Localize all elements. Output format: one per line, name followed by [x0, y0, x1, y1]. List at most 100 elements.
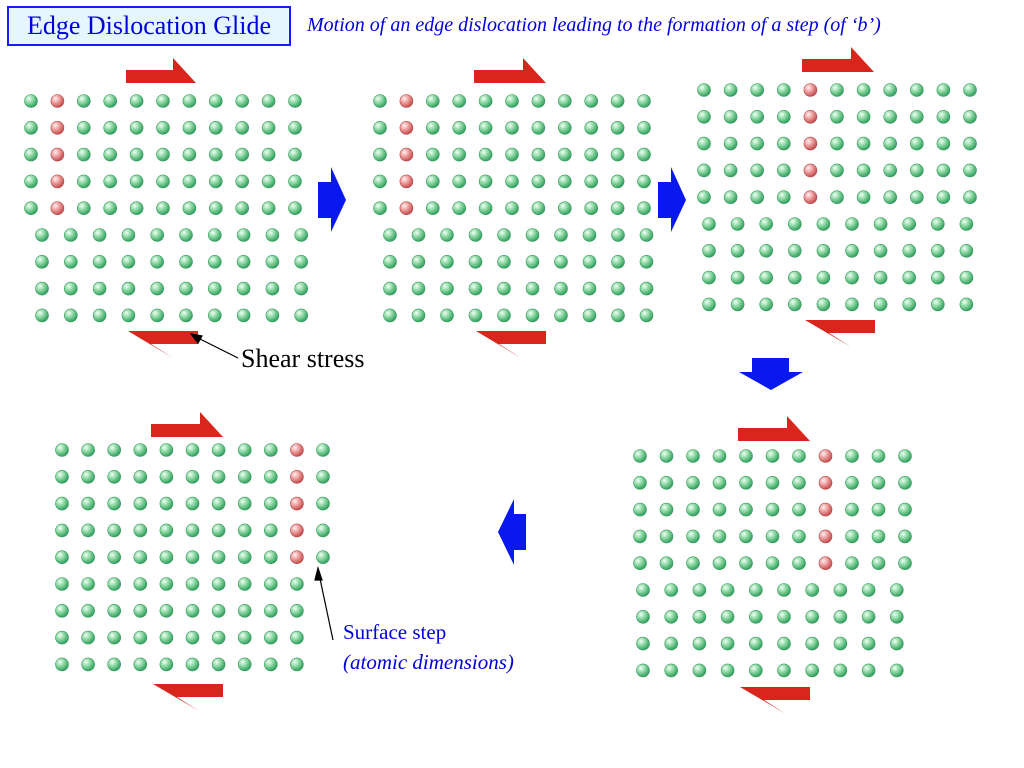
atom	[478, 147, 493, 162]
atom	[156, 147, 170, 162]
atom	[582, 281, 597, 296]
atom	[633, 556, 647, 571]
atom	[150, 254, 164, 269]
atom	[129, 201, 144, 215]
atom	[659, 529, 674, 544]
atom	[787, 297, 802, 312]
atom	[959, 244, 974, 258]
atom	[133, 550, 148, 565]
stress-arrow-top-3	[802, 47, 874, 72]
atom	[557, 201, 572, 215]
dislocation-atom	[818, 449, 833, 463]
atom	[659, 449, 674, 463]
flow-arrow-right-2	[658, 167, 686, 232]
atom	[861, 636, 876, 651]
dislocation-atom	[803, 163, 818, 178]
atom	[55, 469, 69, 484]
atom	[159, 550, 174, 565]
atom	[288, 94, 302, 108]
atom	[237, 469, 252, 484]
atom	[425, 121, 440, 135]
atom	[748, 636, 763, 651]
atom	[150, 281, 164, 296]
atom	[209, 201, 223, 215]
dislocation-atom	[50, 174, 65, 189]
atom	[263, 443, 278, 457]
atom	[633, 502, 647, 517]
atom	[909, 136, 924, 151]
atom	[294, 254, 309, 269]
atom	[611, 228, 625, 242]
dislocation-atom	[818, 475, 833, 490]
atom	[497, 254, 511, 269]
atom	[686, 556, 700, 571]
stress-arrows	[126, 47, 875, 714]
atom	[425, 174, 440, 189]
atom	[497, 281, 511, 296]
atom	[692, 609, 707, 624]
atom	[316, 443, 330, 457]
atom	[636, 663, 650, 678]
atom	[211, 603, 226, 618]
atom	[750, 83, 765, 97]
atom	[830, 83, 844, 97]
dislocation-atom	[803, 110, 818, 124]
atom	[478, 94, 493, 108]
atom	[133, 657, 148, 672]
atom	[833, 609, 848, 624]
atom	[440, 254, 454, 269]
atom	[776, 83, 791, 97]
dislocation-atom	[290, 443, 304, 457]
atom	[723, 163, 738, 178]
atom	[92, 308, 107, 323]
atom	[235, 121, 249, 135]
atom	[637, 121, 651, 135]
atom	[452, 147, 467, 162]
atom	[816, 297, 831, 312]
atom	[107, 603, 121, 618]
atom	[133, 523, 148, 538]
atom	[77, 201, 91, 215]
atom	[294, 228, 309, 242]
atom	[107, 550, 121, 565]
atom	[686, 475, 700, 490]
atom	[861, 609, 876, 624]
dislocation-atom	[399, 121, 414, 135]
atom	[81, 630, 95, 645]
atom	[898, 475, 912, 490]
stress-arrow-bottom-4	[740, 687, 810, 714]
atom	[902, 217, 917, 231]
atom	[898, 502, 912, 517]
surface-step-label: Surface step (atomic dimensions)	[343, 617, 514, 677]
atom	[637, 147, 651, 162]
dislocation-atom	[50, 147, 65, 162]
atom	[107, 523, 121, 538]
atom	[712, 502, 727, 517]
flow-arrow-left	[498, 499, 526, 565]
atom	[35, 308, 49, 323]
atom	[373, 94, 387, 108]
atom	[55, 496, 69, 511]
atom	[633, 475, 647, 490]
atom	[909, 110, 924, 124]
atom	[659, 502, 674, 517]
atom	[765, 502, 780, 517]
atom	[77, 121, 91, 135]
atom	[830, 136, 844, 151]
atom	[159, 496, 174, 511]
dislocation-atom	[50, 201, 65, 215]
atom	[833, 636, 848, 651]
stages-layer	[24, 83, 977, 678]
atom	[777, 583, 791, 597]
atom	[185, 523, 200, 538]
atom	[898, 449, 912, 463]
atom	[748, 583, 763, 597]
atom	[103, 174, 117, 189]
atom	[765, 529, 780, 544]
atom	[211, 496, 226, 511]
atom	[697, 136, 711, 151]
atom	[959, 297, 974, 312]
atom	[777, 609, 791, 624]
atom	[792, 556, 806, 571]
atom	[557, 174, 572, 189]
